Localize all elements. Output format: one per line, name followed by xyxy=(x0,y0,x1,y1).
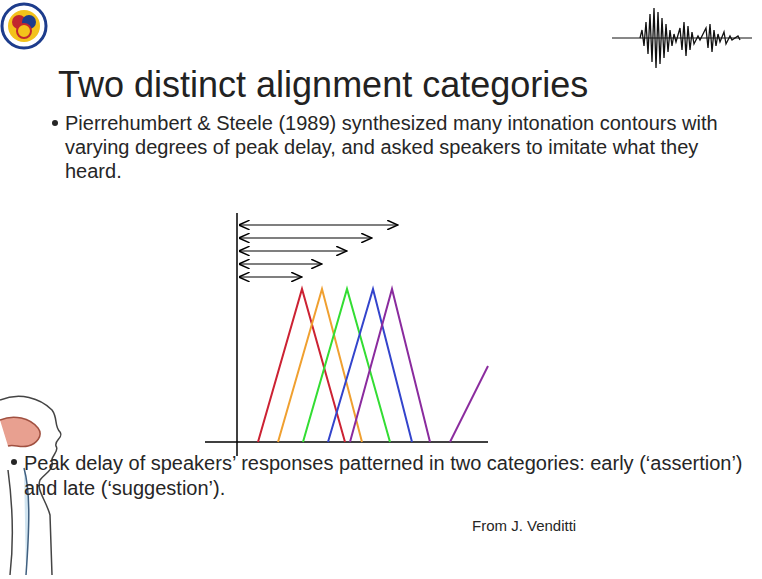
slide-title: Two distinct alignment categories xyxy=(58,64,588,106)
pitch-peaks xyxy=(258,289,488,442)
bullet-dot xyxy=(52,120,58,126)
waveform-icon xyxy=(612,8,752,68)
institute-logo xyxy=(2,4,46,48)
delay-arrows xyxy=(240,225,398,277)
bullet-text: Peak delay of speakers’ responses patter… xyxy=(24,451,754,501)
bullet-text: Pierrehumbert & Steele (1989) synthesize… xyxy=(65,111,755,183)
plot-axes xyxy=(205,213,488,456)
bullet-dot xyxy=(11,459,17,465)
source-credit: From J. Venditti xyxy=(472,517,672,535)
